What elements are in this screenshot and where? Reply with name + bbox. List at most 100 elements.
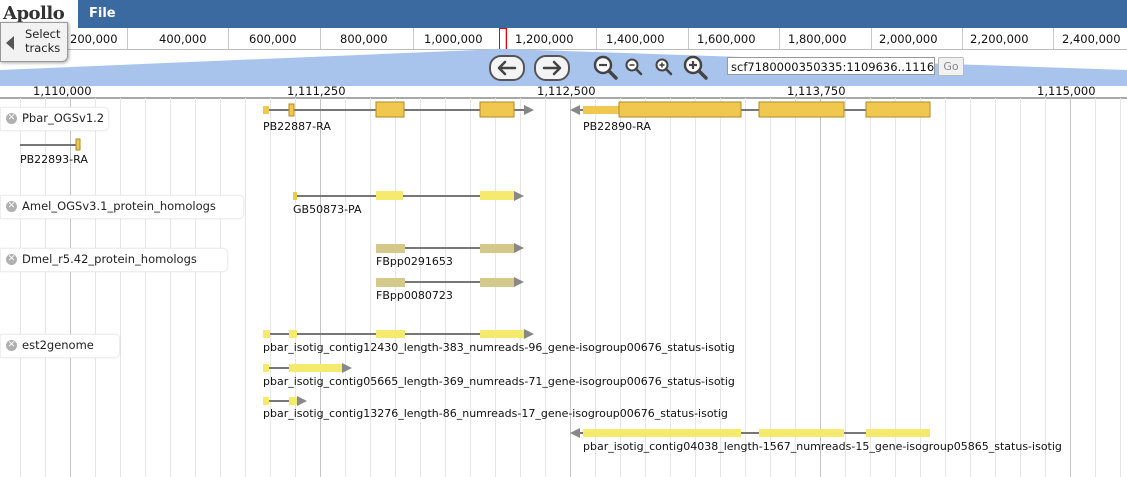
overview-separator [962,28,963,49]
grid-line [45,98,46,477]
overview-separator [688,28,689,49]
overview-separator [596,28,597,49]
zoom-in-small-button[interactable] [654,57,674,77]
track-label-amel[interactable]: ✕ Amel_OGSv3.1_protein_homologs [0,195,244,219]
ruler-tick: 1,111,250 [287,84,346,98]
grid-line [370,98,371,477]
overview-separator [505,28,506,49]
overview-tick: 400,000 [159,32,207,46]
grid-line [395,98,396,477]
track-grid [0,98,1127,477]
grid-line [345,98,346,477]
zoom-out-small-button[interactable] [624,57,644,77]
grid-line [620,98,621,477]
grid-line [970,98,971,477]
overview-separator [228,28,229,49]
feature-label: FBpp0291653 [376,255,453,268]
ruler-tick: 1,115,000 [1037,84,1096,98]
gene-PB22890-RA[interactable] [570,101,931,118]
overview-separator [779,28,780,49]
zoom-in-icon [655,58,673,76]
overview-tick: 1,400,000 [606,32,665,46]
menu-bar [0,0,1127,28]
ruler-tick: 1,112,500 [537,84,596,98]
close-icon[interactable]: ✕ [6,340,17,351]
close-icon[interactable]: ✕ [6,254,17,265]
track-name: Dmel_r5.42_protein_homologs [22,252,197,266]
grid-line [170,98,171,477]
arrow-left-icon [497,60,517,76]
protein-FBpp0291653[interactable] [376,243,524,253]
overview-tick: 2,000,000 [879,32,938,46]
track-name: Pbar_OGSv1.2 [22,111,105,125]
close-icon[interactable]: ✕ [6,201,17,212]
est-contig04038[interactable] [570,428,930,438]
est-contig12430[interactable] [263,329,534,339]
overview-separator [413,28,414,49]
overview-ruler[interactable]: 200,000 400,000 600,000 800,000 1,000,00… [0,28,1127,50]
overview-tick: 200,000 [70,32,118,46]
zoom-out-icon [625,58,643,76]
grid-line [195,98,196,477]
grid-line [695,98,696,477]
grid-line [720,98,721,477]
est-contig05665[interactable] [263,363,352,373]
zoom-out-large-button[interactable] [592,54,618,80]
ruler-line [0,97,1127,99]
grid-line [895,98,896,477]
gene-PB22893-RA[interactable] [20,138,81,151]
zoom-in-icon [683,55,708,80]
grid-line [295,98,296,477]
overview-tick: 1,200,000 [515,32,574,46]
feature-label: pbar_isotig_contig12430_length-383_numre… [263,341,735,354]
grid-line [445,98,446,477]
feature-label: PB22893-RA [20,153,88,166]
grid-line [995,98,996,477]
feature-label: PB22890-RA [583,120,651,133]
grid-line [670,98,671,477]
track-label-est2genome[interactable]: ✕ est2genome [0,334,120,358]
protein-GB50873-PA[interactable] [293,191,524,201]
zoom-out-icon [593,55,618,80]
overview-tick: 600,000 [249,32,297,46]
chevron-left-icon [6,36,14,50]
pan-left-button[interactable] [489,55,525,81]
grid-line [1120,98,1121,477]
grid-line [920,98,921,477]
feature-label: pbar_isotig_contig05665_length-369_numre… [263,375,735,388]
est-contig13276[interactable] [263,396,307,406]
close-icon[interactable]: ✕ [6,113,17,124]
grid-line [70,98,71,477]
grid-line [270,98,271,477]
grid-line [545,98,546,477]
grid-line [570,98,571,477]
arrow-right-icon [542,60,562,76]
overview-separator [320,28,321,49]
file-menu[interactable]: File [89,6,116,21]
feature-label: pbar_isotig_contig04038_length-1567_numr… [583,440,1062,453]
grid-line [1045,98,1046,477]
grid-line [595,98,596,477]
pan-right-button[interactable] [534,55,570,81]
gene-PB22887-RA[interactable] [263,101,534,118]
overview-tick: 2,400,000 [1062,32,1121,46]
overview-tick: 1,600,000 [697,32,756,46]
zoom-in-large-button[interactable] [682,54,708,80]
grid-line [420,98,421,477]
protein-FBpp0080723[interactable] [376,277,524,287]
grid-line [95,98,96,477]
grid-line [945,98,946,477]
grid-line [1095,98,1096,477]
location-input[interactable]: scf7180000350335:1109636..111683 [727,57,935,75]
overview-tick: 2,200,000 [970,32,1029,46]
feature-label: GB50873-PA [293,203,362,216]
grid-line [470,98,471,477]
go-button[interactable]: Go [938,57,964,76]
track-label-dmel[interactable]: ✕ Dmel_r5.42_protein_homologs [0,248,228,272]
overview-separator [1053,28,1054,49]
track-label-pbar[interactable]: ✕ Pbar_OGSv1.2 [0,107,109,131]
feature-label: FBpp0080723 [376,289,453,302]
